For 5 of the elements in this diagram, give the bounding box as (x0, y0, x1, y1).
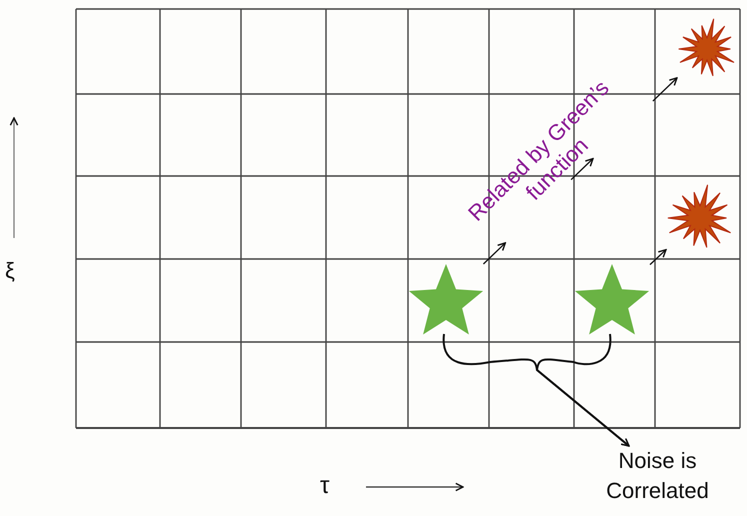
axis-label: τ (320, 472, 330, 500)
callout-text: Noise is Correlated (605, 447, 710, 505)
axis-label: ξ (5, 258, 15, 284)
leader-arrow (536, 334, 630, 447)
arrow (650, 248, 667, 266)
